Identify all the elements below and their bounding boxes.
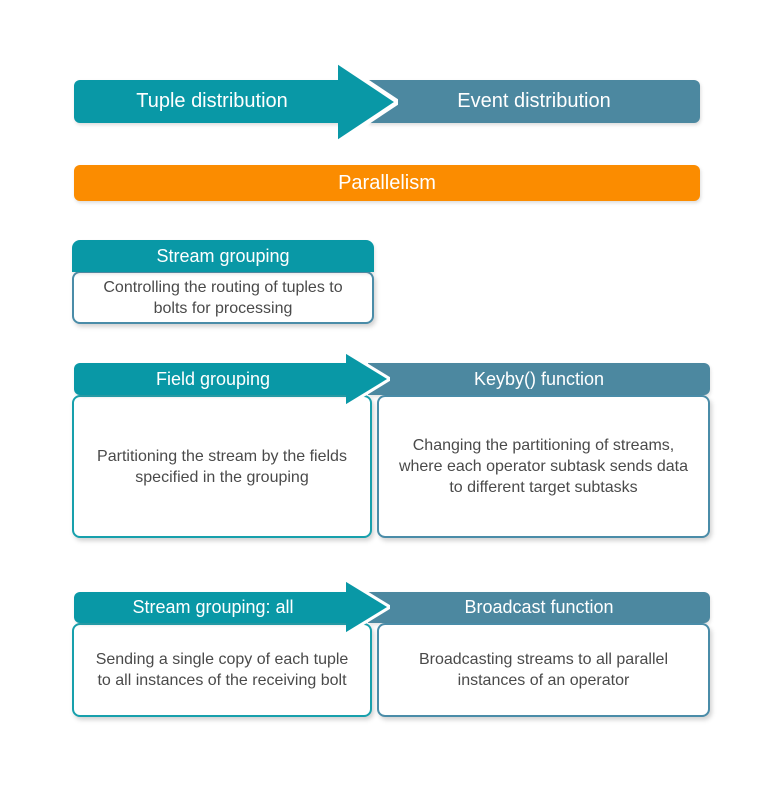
keyby-function-description: Changing the partitioning of streams, wh… <box>398 437 689 496</box>
arrow-right-icon <box>346 580 390 634</box>
stream-grouping-header: Stream grouping <box>72 240 374 272</box>
event-distribution-band: Event distribution <box>368 80 700 123</box>
parallelism-band: Parallelism <box>74 165 700 201</box>
field-grouping-header: Field grouping <box>74 363 352 395</box>
stream-grouping-title: Stream grouping <box>156 245 290 266</box>
stream-grouping-all-description: Sending a single copy of each tuple to a… <box>95 651 349 689</box>
tuple-distribution-label: Tuple distribution <box>136 90 288 112</box>
field-grouping-description: Partitioning the stream by the fields sp… <box>97 447 347 486</box>
stream-grouping-all-description-card: Sending a single copy of each tuple to a… <box>72 623 372 717</box>
stream-grouping-all-title: Stream grouping: all <box>132 597 294 617</box>
field-grouping-description-card: Partitioning the stream by the fields sp… <box>72 395 372 538</box>
broadcast-function-description-card: Broadcasting streams to all parallel ins… <box>377 623 710 717</box>
stream-grouping-description: Controlling the routing of tuples to bol… <box>103 278 343 317</box>
stream-grouping-description-card: Controlling the routing of tuples to bol… <box>72 271 374 324</box>
event-distribution-label: Event distribution <box>457 90 611 112</box>
parallelism-label: Parallelism <box>338 171 436 194</box>
broadcast-function-header: Broadcast function <box>368 592 710 623</box>
field-grouping-title: Field grouping <box>155 368 271 389</box>
keyby-function-description-card: Changing the partitioning of streams, wh… <box>377 395 710 538</box>
arrow-right-icon <box>338 62 398 142</box>
arrow-right-icon <box>346 352 390 406</box>
keyby-function-header: Keyby() function <box>368 363 710 395</box>
tuple-distribution-band: Tuple distribution <box>74 80 350 123</box>
broadcast-function-title: Broadcast function <box>464 597 614 617</box>
stream-grouping-all-header: Stream grouping: all <box>74 592 352 623</box>
keyby-function-title: Keyby() function <box>473 368 605 389</box>
broadcast-function-description: Broadcasting streams to all parallel ins… <box>418 651 668 689</box>
